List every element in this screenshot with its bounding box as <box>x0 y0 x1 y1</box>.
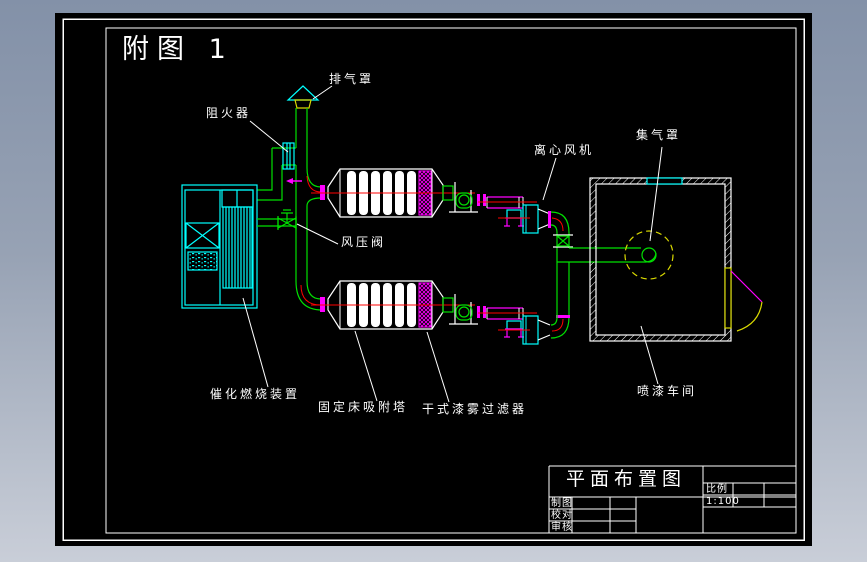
exhaust-hood-icon <box>286 85 320 101</box>
tower2-inlet-elbow <box>295 280 323 311</box>
tower1-elbow-centerline <box>306 175 322 193</box>
fan2-flange-a <box>477 306 480 318</box>
title-block-scale-label: 比例 <box>706 484 728 495</box>
leader-centrifugal-fan <box>542 157 557 201</box>
leader-adsorption-tower <box>354 330 378 402</box>
combustion-outer-shell <box>181 184 258 309</box>
label-flame-arrester: 阻火器 <box>206 106 252 120</box>
fan2-flex-connector <box>455 304 473 321</box>
leader-spray-workshop <box>640 325 659 385</box>
fan1-flex-connector <box>455 192 473 209</box>
label-catalytic-combustion-unit: 催化燃烧装置 <box>210 387 301 401</box>
outer-border <box>62 18 805 541</box>
tower2-outlet-fitting <box>442 297 454 313</box>
fan-assembly-1 <box>449 182 570 234</box>
fan2-duct-walls <box>487 307 523 320</box>
fan1-motor-base <box>504 217 524 227</box>
stack-pipe <box>295 108 308 281</box>
tower1-outlet-fitting <box>442 185 454 201</box>
spray-workshop <box>589 177 763 342</box>
gas-collection-hood-icon <box>624 230 674 280</box>
leader-lines <box>242 85 663 403</box>
sheet-borders <box>62 18 805 541</box>
fan1-flange-a <box>477 194 480 206</box>
fan1-flange-b <box>483 194 486 206</box>
fan2-flange-b <box>483 306 486 318</box>
label-spray-paint-workshop: 喷漆车间 <box>637 384 698 398</box>
label-centrifugal-fan: 离心风机 <box>534 143 595 157</box>
leader-gas-collection-hood <box>649 146 663 242</box>
fan1-duct-walls <box>487 196 523 209</box>
fan2-riser-flange <box>556 315 570 318</box>
workshop-roof-vent <box>646 177 683 185</box>
fan2-discharge-elbow <box>550 316 570 339</box>
heat-exchanger-box <box>185 222 220 249</box>
fan1-connector-port <box>458 194 470 206</box>
fan2-outlet-cone <box>537 319 551 341</box>
combustion-inner-shell <box>184 189 254 306</box>
label-dry-paint-mist-filter: 干式漆雾过滤器 <box>422 402 528 416</box>
leader-mist-filter <box>426 331 450 403</box>
label-fixed-bed-adsorption-tower: 固定床吸附塔 <box>318 400 409 414</box>
drawing-sheet <box>55 13 812 546</box>
fan1-outlet-flange <box>548 211 551 228</box>
exhaust-hood-base <box>294 99 312 109</box>
workshop-wall-hatch <box>590 178 731 341</box>
adsorption-tower-1 <box>306 167 475 218</box>
fan2-elbow-centerline <box>551 318 564 332</box>
workshop-outer-wall <box>589 177 732 342</box>
heat-exchanger-cross <box>185 222 220 249</box>
valve-pipe <box>257 218 296 227</box>
leader-pressure-valve <box>296 223 339 245</box>
pressure-valve-line <box>257 209 297 230</box>
fan2-motor-base <box>504 328 524 338</box>
inner-frame <box>105 27 797 534</box>
tube-bundle-tubes <box>225 207 251 288</box>
leader-exhaust-hood <box>312 85 333 100</box>
figure-title: 附图 1 <box>122 34 234 65</box>
collection-hood-port <box>641 247 657 263</box>
label-exhaust-hood: 排气罩 <box>329 72 375 86</box>
flame-arrester-detail <box>286 143 291 169</box>
riser-pipe <box>257 148 283 201</box>
workshop-door <box>724 267 732 329</box>
title-block-approved-label: 审核 <box>551 522 573 533</box>
fan2-motor <box>506 320 522 330</box>
fan2-support <box>449 294 478 325</box>
title-block-scale-value: 1:100 <box>706 496 740 507</box>
leader-catalytic-unit <box>242 297 269 388</box>
title-block-grid <box>548 465 796 533</box>
fan1-discharge-elbow <box>550 211 570 234</box>
fan-discharge-piping <box>553 233 657 318</box>
flame-arrester-icon <box>282 142 295 170</box>
workshop-supply-pipe <box>557 247 657 263</box>
arrester-connector-pipe <box>272 147 296 166</box>
fan1-support <box>449 182 478 213</box>
catalytic-combustion-unit <box>181 184 258 309</box>
workshop-door-swing <box>736 301 763 332</box>
leader-flame-arrester <box>249 120 289 153</box>
tower1-inlet-elbow <box>306 167 322 207</box>
fan1-motor <box>506 209 522 219</box>
label-pressure-valve: 风压阀 <box>341 235 387 249</box>
catalyst-bed <box>187 251 218 271</box>
title-block-checked-label: 校对 <box>551 510 573 521</box>
adsorption-tower-2 <box>295 280 475 330</box>
fan-assembly-2 <box>449 294 570 345</box>
label-gas-collection-hood: 集气罩 <box>636 128 682 142</box>
flow-arrow-icon <box>286 178 302 184</box>
title-block-drawing-title: 平面布置图 <box>565 468 686 490</box>
workshop-door-leaf <box>730 270 763 303</box>
pressure-valve-icon <box>277 209 297 230</box>
workshop-inner-wall <box>595 183 726 336</box>
title-block-drafted-label: 制图 <box>551 498 573 509</box>
fan1-elbow-centerline <box>551 217 564 232</box>
fan1-housing <box>522 204 539 234</box>
discharge-valve-icon <box>553 234 573 248</box>
fan2-connector-port <box>458 306 470 318</box>
